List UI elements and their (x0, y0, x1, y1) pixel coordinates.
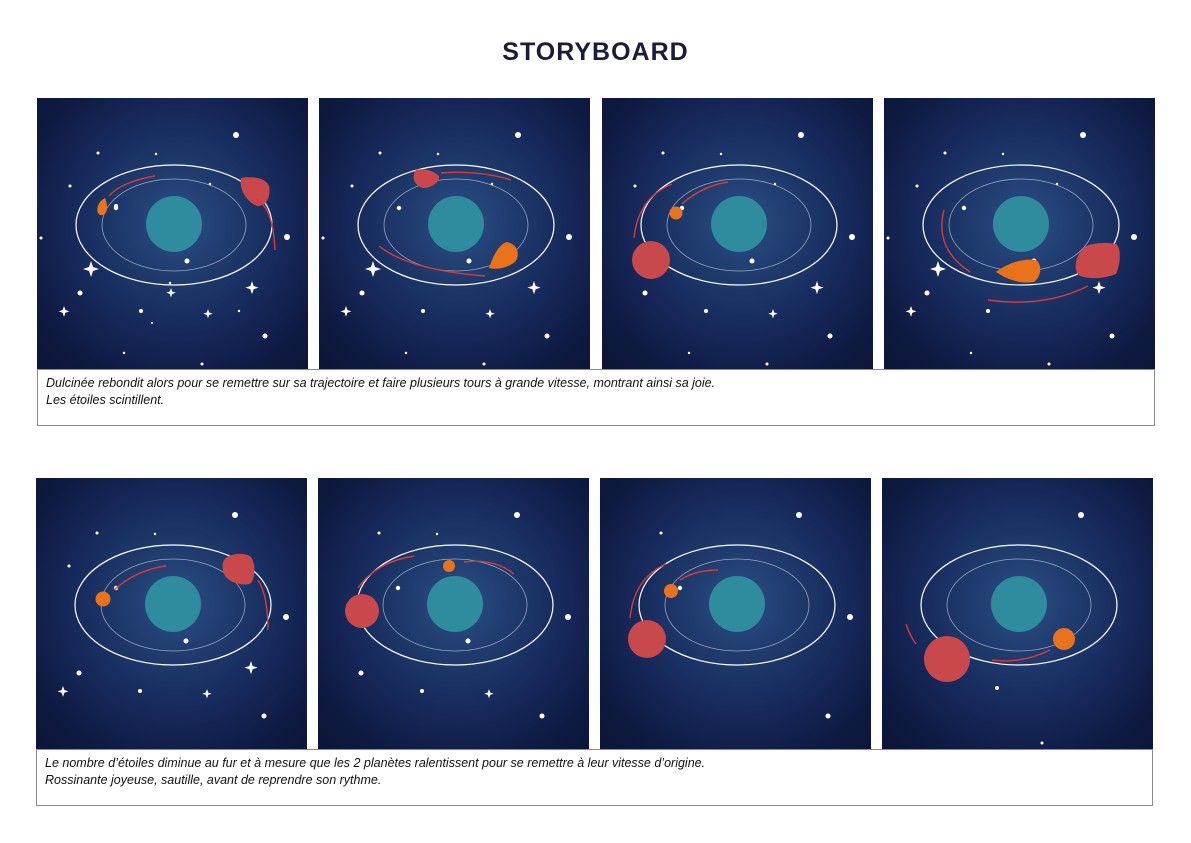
caption-row-1: Dulcinée rebondit alors pour se remettre… (37, 369, 1155, 426)
orange-planet (669, 206, 683, 220)
caption-row-2: Le nombre d’étoiles diminue au fur et à … (36, 749, 1153, 806)
center-planet (146, 196, 202, 252)
red-planet (413, 169, 440, 188)
motion-arrow (991, 649, 1051, 662)
motion-arrow (463, 560, 515, 575)
storyboard-frame-7 (600, 478, 871, 749)
frame-7-illustration (628, 512, 853, 719)
storyboard-frame-3 (602, 98, 873, 369)
caption-line: Dulcinée rebondit alors pour se remettre… (46, 376, 716, 390)
caption-line: Rossinante joyeuse, sautille, avant de r… (45, 773, 382, 787)
red-planet (240, 177, 270, 206)
orange-planet (996, 259, 1041, 283)
red-planet (345, 594, 379, 628)
motion-arrow (987, 285, 1089, 303)
frame-5-illustration (57, 512, 289, 719)
motion-arrow (629, 563, 667, 619)
orange-planet (443, 560, 455, 572)
storyboard-frame-5 (36, 478, 307, 749)
motion-arrow (256, 199, 276, 251)
center-planet (711, 196, 767, 252)
motion-arrow (113, 565, 167, 591)
center-planet (428, 196, 484, 252)
orange-planet (95, 591, 111, 607)
frame-4-illustration (886, 132, 1137, 366)
orange-planet (664, 584, 678, 598)
center-planet (145, 576, 201, 632)
center-planet (709, 576, 765, 632)
red-planet (632, 241, 670, 279)
storyboard-frame-6 (318, 478, 589, 749)
orange-planet (97, 198, 108, 216)
motion-arrow (681, 181, 729, 205)
frame-3-illustration (632, 132, 855, 366)
red-planet (628, 620, 666, 658)
frame-1-illustration (39, 132, 290, 366)
caption-line: Le nombre d’étoiles diminue au fur et à … (45, 756, 706, 770)
inner-orbit (101, 178, 247, 272)
storyboard-frame-2 (319, 98, 590, 369)
storyboard-frame-4 (884, 98, 1155, 369)
orange-planet (489, 242, 518, 269)
motion-arrow (633, 183, 673, 239)
frame-2-illustration (321, 132, 572, 366)
frame-8-illustration (905, 512, 1118, 745)
storyboard-frame-1 (37, 98, 308, 369)
motion-arrow (440, 171, 512, 181)
motion-arrow (679, 569, 719, 581)
page-title: STORYBOARD (502, 38, 689, 66)
motion-arrow (378, 245, 486, 277)
stars (39, 132, 290, 366)
orange-planet (1053, 628, 1075, 650)
motion-arrow (108, 175, 156, 197)
center-planet (991, 576, 1047, 632)
center-planet (993, 196, 1049, 252)
red-planet (924, 636, 970, 682)
motion-arrow (257, 579, 269, 631)
storyboard-frame-8 (882, 478, 1153, 749)
center-planet (427, 576, 483, 632)
red-planet (222, 553, 255, 585)
frame-6-illustration (345, 512, 571, 719)
caption-line: Les étoiles scintillent. (46, 393, 165, 407)
motion-arrow (905, 623, 917, 645)
red-planet (1075, 243, 1120, 279)
motion-arrow (941, 209, 971, 273)
motion-arrow (357, 555, 415, 589)
